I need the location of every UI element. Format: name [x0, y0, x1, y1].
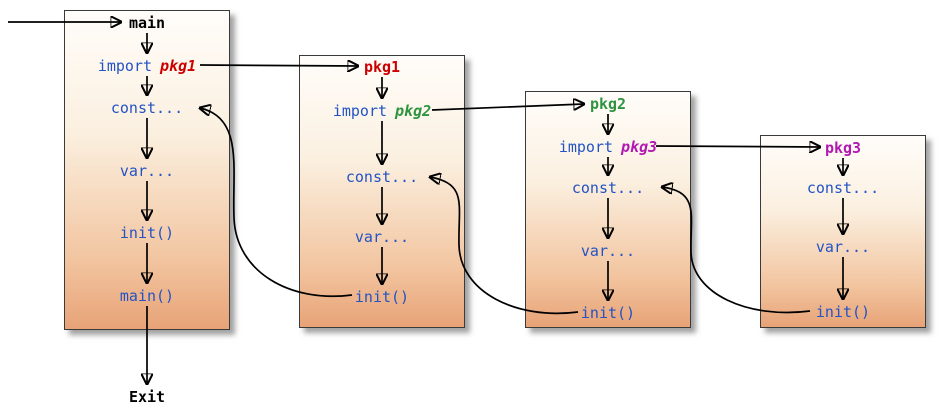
exit-label: Exit	[128, 388, 166, 406]
pkg1-init-step: init()	[354, 288, 410, 306]
main-init-step: init()	[119, 224, 175, 242]
box-pkg1-title: pkg1	[363, 58, 401, 76]
pkg3-const-step: const...	[806, 179, 880, 197]
import-keyword: import	[332, 102, 388, 120]
box-pkg3-title: pkg3	[824, 139, 862, 157]
pkg1-reference: pkg1	[160, 57, 197, 75]
pkg3-var-step: var...	[815, 238, 871, 256]
box-pkg2-import-line: import pkg3	[526, 138, 690, 156]
box-pkg2: pkg2 import pkg3 const... var... init()	[525, 91, 691, 328]
pkg2-reference: pkg2	[395, 102, 432, 120]
box-main: main import pkg1 const... var... init() m…	[64, 10, 230, 330]
pkg1-const-step: const...	[345, 168, 419, 186]
box-pkg1-import-line: import pkg2	[300, 102, 464, 120]
pkg1-var-step: var...	[354, 228, 410, 246]
import-keyword: import	[558, 138, 614, 156]
pkg2-const-step: const...	[571, 179, 645, 197]
main-var-step: var...	[119, 162, 175, 180]
pkg2-var-step: var...	[580, 242, 636, 260]
box-pkg2-title: pkg2	[589, 95, 627, 113]
import-keyword: import	[97, 57, 153, 75]
pkg3-reference: pkg3	[621, 138, 658, 156]
pkg2-init-step: init()	[580, 304, 636, 322]
box-main-import-line: import pkg1	[65, 57, 229, 75]
box-main-title: main	[128, 14, 166, 32]
box-pkg1: pkg1 import pkg2 const... var... init()	[299, 55, 465, 328]
pkg3-init-step: init()	[815, 303, 871, 321]
box-pkg3: pkg3 const... var... init()	[760, 135, 926, 328]
main-const-step: const...	[110, 99, 184, 117]
main-main-step: main()	[119, 287, 175, 305]
